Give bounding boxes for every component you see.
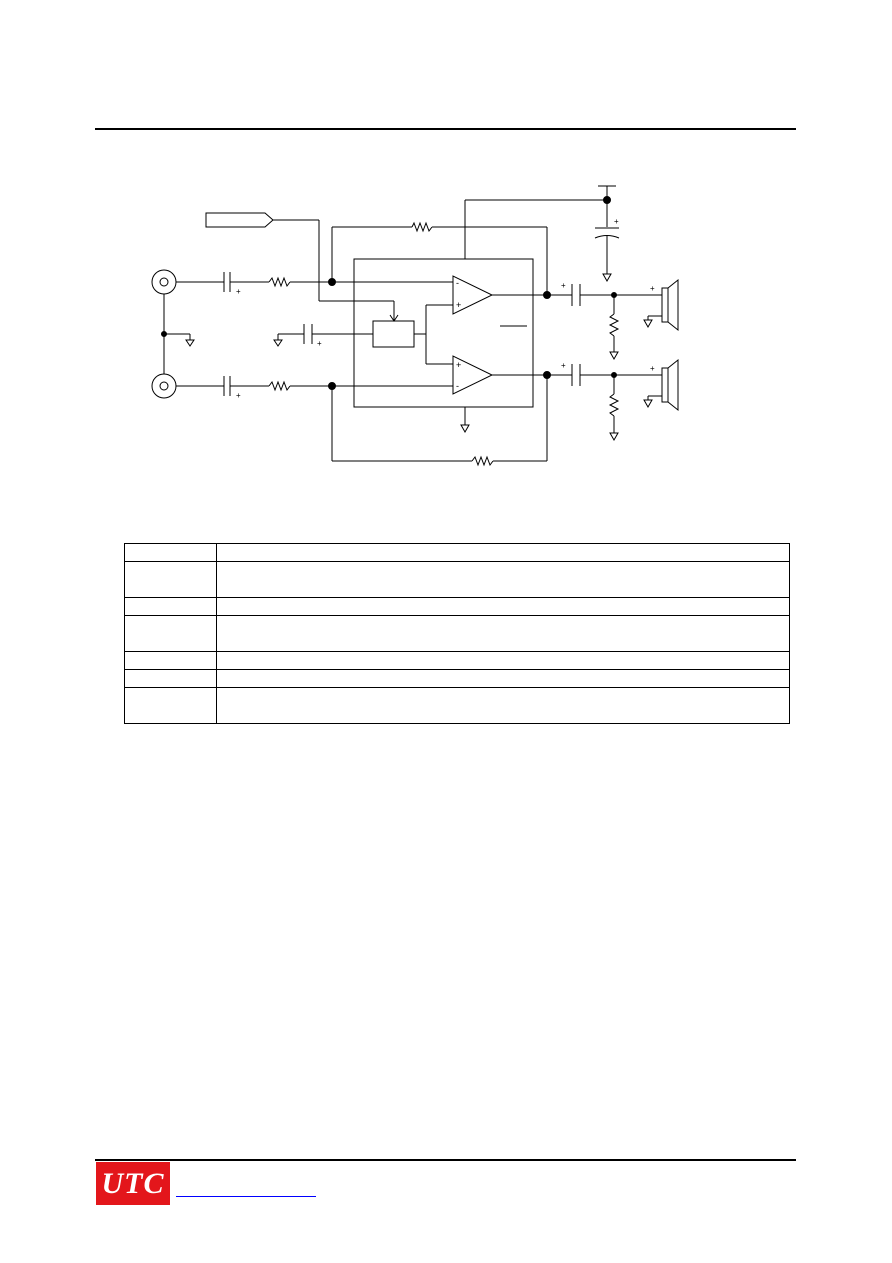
table-cell (216, 597, 790, 616)
ground-icon (609, 432, 619, 442)
table-cell (124, 651, 217, 670)
table-cell (124, 597, 217, 616)
ground-icon (273, 339, 283, 347)
resistor-load-bottom (608, 393, 620, 417)
speaker-bottom-icon (661, 367, 669, 403)
table-cell (124, 687, 217, 724)
table-cell (124, 669, 217, 688)
table-row (124, 687, 790, 724)
ground-icon (460, 424, 470, 434)
ground-icon (602, 273, 612, 283)
op-amp-bottom (452, 355, 494, 395)
svg-text:+: + (317, 339, 322, 348)
table-row (124, 615, 790, 652)
table-cell (124, 615, 217, 652)
table-row (124, 651, 790, 670)
bias-block (372, 320, 415, 348)
ground-icon (185, 339, 195, 347)
logo-text: UTC (101, 1166, 165, 1200)
ic-outline (353, 258, 534, 408)
table-cell (216, 651, 790, 670)
ground-icon (609, 351, 619, 361)
op-amp-bottom-minus: - (456, 381, 459, 391)
table-row (124, 597, 790, 616)
table-cell (216, 669, 790, 688)
svg-text:+: + (650, 284, 655, 293)
op-amp-bottom-plus: + (456, 360, 461, 370)
header-rule (95, 128, 796, 130)
pin-description-table (124, 543, 790, 724)
arrow-icon (389, 314, 399, 322)
website-link[interactable] (176, 1196, 316, 1197)
svg-text:+: + (650, 364, 655, 373)
input-jack-bottom (151, 373, 177, 399)
supply-capacitor-plate-2 (594, 235, 620, 239)
svg-text:+: + (614, 217, 619, 226)
op-amp-top (452, 275, 494, 315)
resistor-feedback-bottom (471, 455, 494, 467)
svg-text:+: + (561, 361, 566, 370)
table-cell (124, 543, 217, 562)
op-amp-top-minus: - (456, 278, 459, 288)
table-cell (216, 561, 790, 598)
input-jack-top (151, 269, 177, 295)
ground-icon (643, 399, 653, 409)
resistor-feedback-top (411, 221, 433, 233)
table-cell (216, 543, 790, 562)
table-cell (124, 561, 217, 598)
svg-text:+: + (236, 391, 241, 400)
resistor-input-top (268, 276, 291, 288)
svg-text:+: + (561, 281, 566, 290)
application-circuit-diagram: - + + - + + + (151, 185, 679, 467)
footer-rule (95, 1159, 796, 1161)
table-row (124, 669, 790, 688)
resistor-load-top (608, 313, 620, 337)
speaker-top-icon (661, 287, 669, 323)
utc-logo: UTC (96, 1162, 170, 1205)
input-tag (205, 212, 274, 228)
table-cell (216, 615, 790, 652)
table-row (124, 561, 790, 598)
svg-text:+: + (236, 287, 241, 296)
op-amp-top-plus: + (456, 300, 461, 310)
table-row (124, 543, 790, 562)
table-cell (216, 687, 790, 724)
resistor-input-bottom (268, 380, 291, 392)
ground-icon (643, 319, 653, 329)
